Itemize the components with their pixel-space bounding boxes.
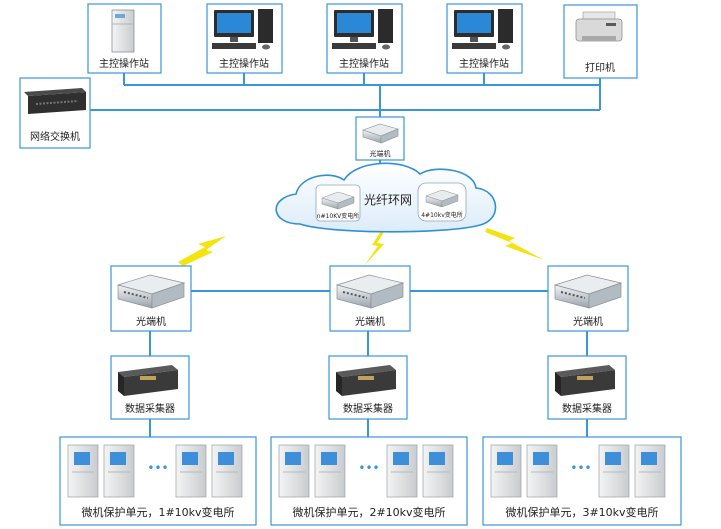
desktop-computer-icon	[332, 9, 393, 50]
substation-node-left: n#10KV变电所	[315, 184, 361, 222]
optical-terminal: 光端机	[329, 265, 411, 332]
ups-server-icon	[111, 9, 135, 53]
protection-unit-icon	[211, 444, 243, 498]
data-collector-label: 数据采集器	[562, 402, 612, 415]
protection-units-group: ••• 微机保护单元，1#10kv变电所	[59, 436, 257, 526]
protection-unit-icon	[526, 444, 558, 498]
optical-terminal-icon	[335, 274, 405, 309]
workstation: 主控操作站	[87, 3, 162, 74]
ellipsis: •••	[570, 461, 591, 475]
optical-terminal: 光端机	[355, 116, 405, 161]
optical-terminal: 光端机	[110, 265, 192, 332]
optical-terminal-icon	[321, 191, 355, 210]
ring-node-label: n#10KV变电所	[317, 212, 360, 220]
data-collector-label: 数据采集器	[343, 402, 393, 415]
fiber-ring-label: 光纤环网	[364, 193, 412, 207]
substation-3: 光端机 数据采集器 •••	[482, 265, 682, 526]
protection-unit-icon	[634, 444, 666, 498]
data-collector: 数据采集器	[328, 355, 408, 420]
ellipsis: •••	[358, 461, 379, 475]
protection-unit-icon	[103, 444, 135, 498]
workstation: 主控操作站	[446, 3, 523, 74]
optical-terminal-icon	[362, 123, 399, 144]
protection-unit-label: 微机保护单元，2#10kv变电所	[292, 505, 445, 519]
optical-terminal-label: 光端机	[573, 315, 603, 328]
ellipsis: •••	[147, 461, 168, 475]
lightning-icon	[485, 228, 544, 260]
protection-unit-icon	[278, 444, 310, 498]
printer-label: 打印机	[585, 61, 615, 74]
wireless-links	[178, 228, 544, 266]
workstation-label: 主控操作站	[339, 57, 389, 70]
data-collector-icon	[555, 365, 615, 396]
optical-terminal-icon	[116, 274, 186, 309]
optical-terminal-label: 光端机	[136, 315, 166, 328]
protection-unit-icon	[386, 444, 418, 498]
network-switch: 网络交换机	[19, 77, 91, 149]
optical-terminal-label: 光端机	[355, 315, 385, 328]
optical-terminal-icon	[425, 189, 459, 208]
protection-unit-icon	[175, 444, 207, 498]
protection-unit-icon	[598, 444, 630, 498]
workstation: 主控操作站	[206, 3, 283, 74]
printer: 打印机	[563, 4, 638, 79]
printer-icon	[575, 11, 623, 42]
protection-units-group: ••• 微机保护单元，2#10kv变电所	[270, 436, 468, 526]
fiber-ring-cloud: n#10KV变电所 光纤环网 4#10kv变电所	[275, 162, 497, 233]
protection-unit-label: 微机保护单元，1#10kv变电所	[81, 505, 234, 519]
optical-terminal-icon	[553, 274, 623, 309]
desktop-computer-icon	[212, 9, 273, 50]
protection-unit-icon	[314, 444, 346, 498]
data-collector: 数据采集器	[110, 355, 190, 420]
protection-unit-icon	[490, 444, 522, 498]
ring-node-label: 4#10kv变电所	[421, 211, 463, 219]
data-collector-icon	[118, 365, 178, 396]
workstation-label: 主控操作站	[99, 57, 149, 70]
lightning-icon	[178, 236, 226, 266]
substation-1: 光端机 数据采集器 •••	[59, 265, 257, 526]
desktop-computer-icon	[452, 9, 513, 50]
network-switch-label: 网络交换机	[30, 130, 80, 143]
workstation-label: 主控操作站	[459, 57, 509, 70]
protection-unit-icon	[67, 444, 99, 498]
protection-unit-icon	[422, 444, 454, 498]
data-collector-icon	[336, 365, 396, 396]
protection-unit-label: 微机保护单元，3#10kv变电所	[505, 505, 658, 519]
substation-2: 光端机 数据采集器 •••	[270, 265, 468, 526]
network-switch-icon	[24, 88, 86, 114]
substation-node-right: 4#10kv变电所	[417, 182, 467, 222]
protection-units-group: ••• 微机保护单元，3#10kv变电所	[482, 436, 682, 526]
data-collector: 数据采集器	[547, 355, 627, 420]
workstation-label: 主控操作站	[219, 57, 269, 70]
data-collector-label: 数据采集器	[125, 402, 175, 415]
lightning-icon	[364, 228, 386, 266]
workstation: 主控操作站	[326, 3, 403, 74]
optical-terminal-label: 光端机	[370, 149, 391, 158]
optical-terminal: 光端机	[547, 265, 629, 332]
connection-lines	[90, 73, 601, 437]
